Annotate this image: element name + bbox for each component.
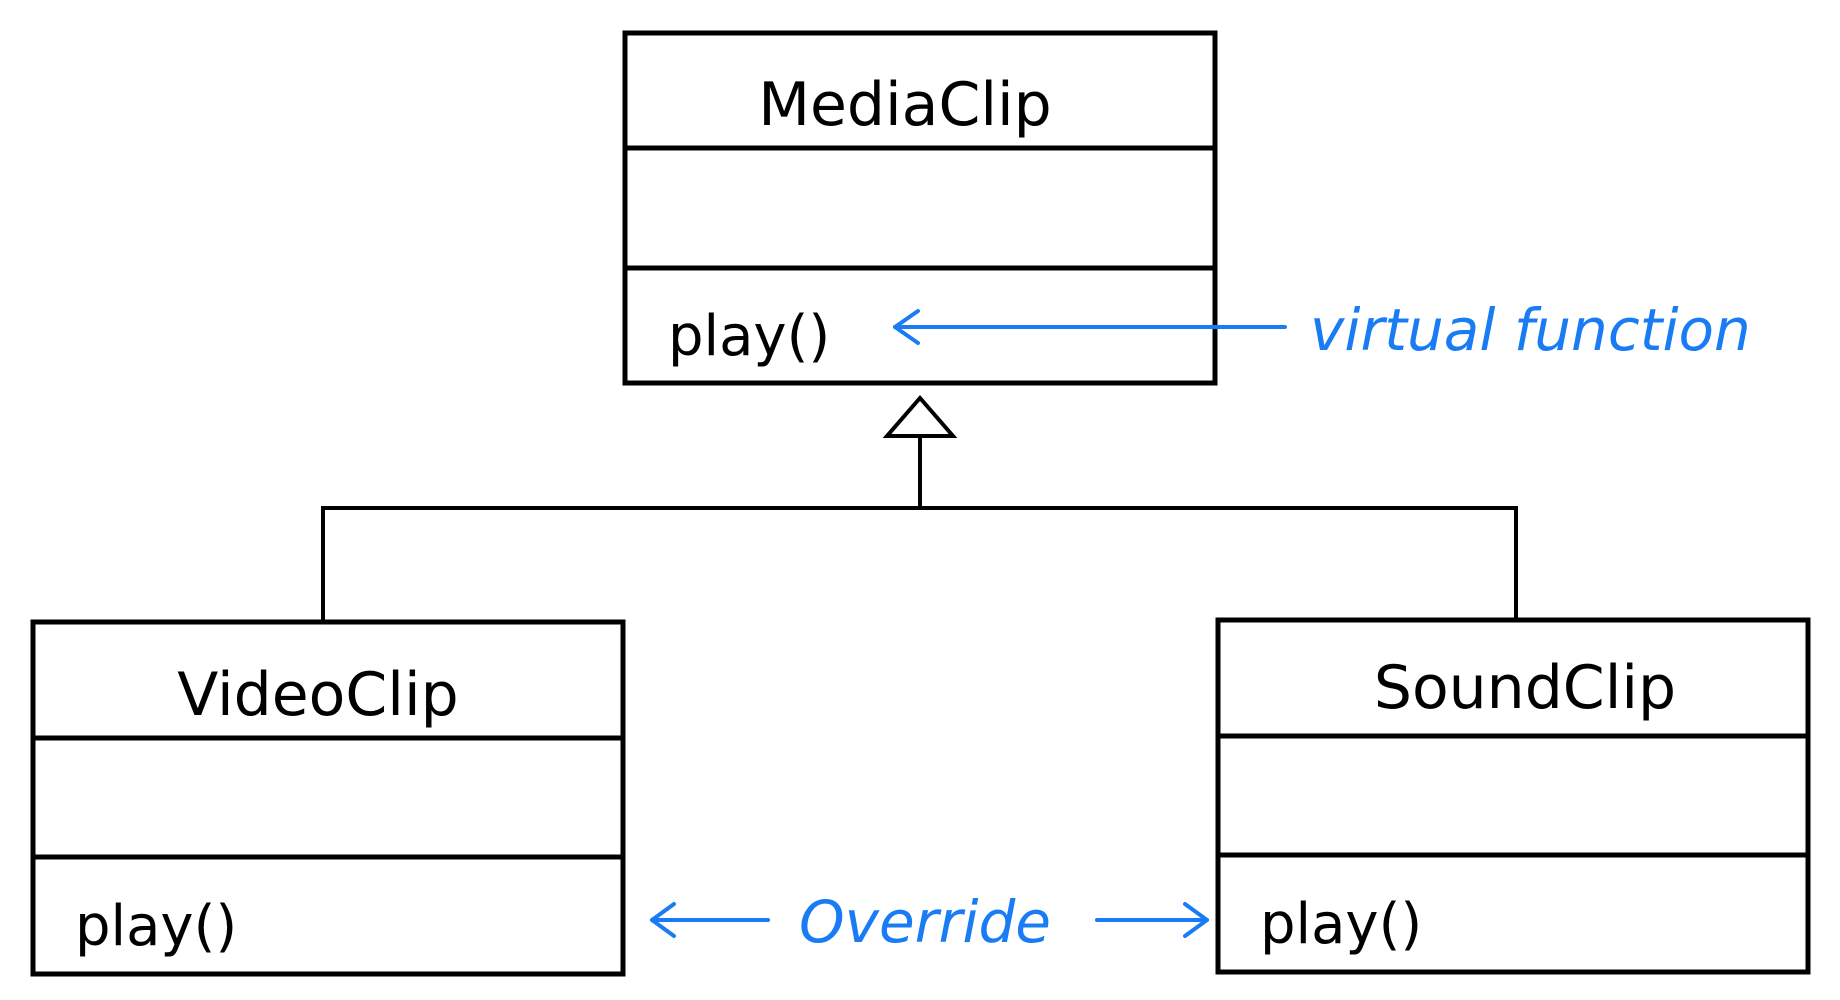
inheritance-triangle-icon (882, 394, 958, 438)
class-videoclip: VideoClip play() (30, 619, 626, 977)
annotation-virtual-function: virtual function (893, 296, 1751, 364)
class-soundclip: SoundClip play() (1215, 617, 1811, 975)
class-videoclip-name: VideoClip (177, 660, 458, 730)
class-mediaclip-name: MediaClip (758, 70, 1052, 140)
class-soundclip-method: play() (1260, 892, 1422, 957)
inheritance-connector (321, 394, 1518, 620)
override-right-arrowhead-icon (1183, 902, 1209, 938)
class-mediaclip-border (622, 30, 1218, 386)
virtual-function-arrowhead-icon (893, 309, 920, 345)
override-left-arrowhead-icon (650, 902, 676, 938)
annotation-virtual-function-label: virtual function (1310, 296, 1751, 364)
inheritance-branch (321, 506, 1518, 620)
class-videoclip-method: play() (75, 894, 237, 959)
annotation-override: Override (650, 888, 1209, 956)
annotation-override-label: Override (799, 888, 1051, 956)
class-mediaclip: MediaClip play() (622, 30, 1218, 386)
class-soundclip-name: SoundClip (1374, 653, 1676, 723)
class-videoclip-border (30, 619, 626, 977)
class-soundclip-border (1215, 617, 1811, 975)
class-mediaclip-method: play() (668, 304, 830, 369)
